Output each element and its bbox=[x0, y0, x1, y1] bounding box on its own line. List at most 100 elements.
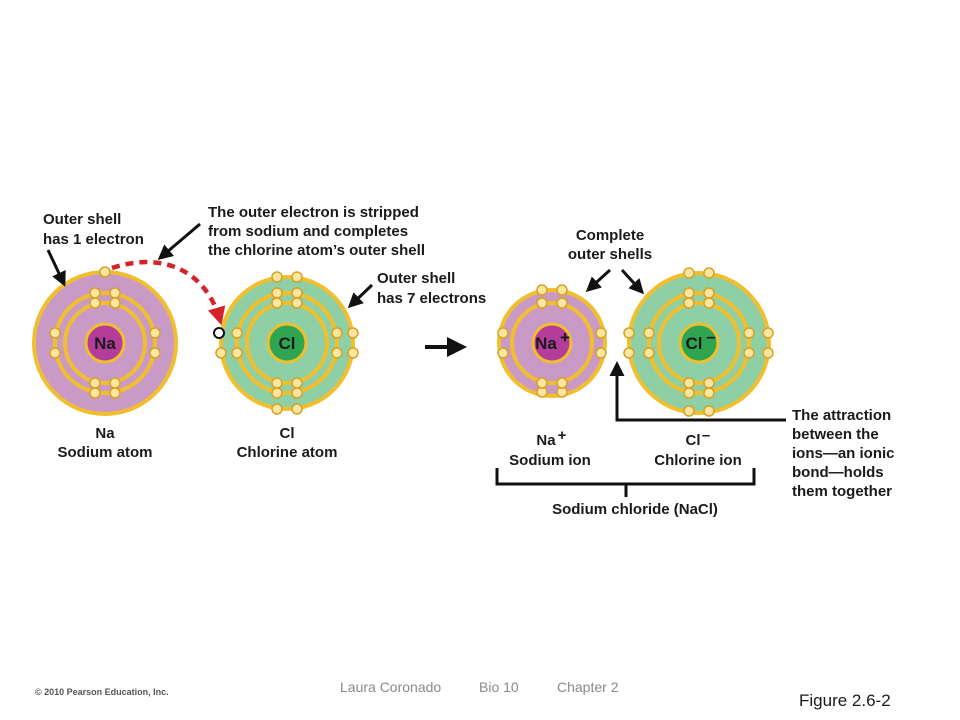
chlorine-ion-electrons bbox=[623, 267, 774, 417]
electron bbox=[109, 387, 121, 399]
electron bbox=[623, 327, 635, 339]
transfer-label-line3: the chlorine atom’s outer shell bbox=[208, 242, 425, 259]
electron bbox=[683, 405, 695, 417]
complete-shells-label-line2: outer shells bbox=[568, 246, 652, 263]
sodium-valence-electron bbox=[99, 266, 111, 278]
sodium-ion-nucleus-label: Na bbox=[535, 334, 557, 353]
electron bbox=[703, 287, 715, 299]
copyright: © 2010 Pearson Education, Inc. bbox=[35, 687, 169, 697]
electron bbox=[595, 347, 607, 359]
empty-electron-slot bbox=[213, 327, 225, 339]
electron bbox=[595, 327, 607, 339]
electron bbox=[271, 377, 283, 389]
electron bbox=[149, 327, 161, 339]
outer-shell-1-label-line1: Outer shell bbox=[43, 211, 121, 228]
sodium-ion-symbol-label: Na bbox=[536, 432, 556, 449]
attraction-label-line3: ions—an ionic bbox=[792, 445, 895, 462]
chlorine-ion-nucleus-label: Cl bbox=[686, 334, 703, 353]
sodium-electrons bbox=[49, 266, 161, 399]
chlorine-inner-shell bbox=[245, 301, 329, 385]
electron bbox=[331, 327, 343, 339]
outer-shell-1-label-line2: has 1 electron bbox=[43, 231, 144, 248]
chlorine-ion-nucleus-charge: – bbox=[706, 327, 715, 346]
electron bbox=[683, 377, 695, 389]
complete-shell-arrow-right bbox=[620, 268, 645, 295]
electron bbox=[291, 297, 303, 309]
chlorine-nucleus-label: Cl bbox=[279, 334, 296, 353]
sodium-atom-label: Sodium atom bbox=[57, 444, 152, 461]
chlorine-ion-label: Chlorine ion bbox=[654, 452, 742, 469]
electron bbox=[683, 387, 695, 399]
footer-chapter: Chapter 2 bbox=[557, 679, 619, 695]
transfer-label-line1: The outer electron is stripped bbox=[208, 204, 419, 221]
electron bbox=[271, 403, 283, 415]
electron bbox=[347, 327, 359, 339]
electron bbox=[231, 347, 243, 359]
nacl-bracket bbox=[495, 468, 756, 497]
electron bbox=[683, 287, 695, 299]
complete-shells-label-line1: Complete bbox=[576, 227, 644, 244]
electron bbox=[497, 347, 509, 359]
electron bbox=[623, 347, 635, 359]
sodium-ion-electrons bbox=[497, 284, 607, 398]
electron bbox=[703, 405, 715, 417]
sodium-ion: Na + bbox=[497, 284, 607, 398]
electron bbox=[556, 377, 568, 389]
footer-author: Laura Coronado bbox=[340, 679, 441, 695]
chlorine-ion-nucleus bbox=[678, 322, 720, 364]
sodium-symbol-label: Na bbox=[95, 425, 115, 442]
electron bbox=[89, 377, 101, 389]
sodium-ion-inner-shell bbox=[510, 301, 594, 385]
electron bbox=[703, 387, 715, 399]
sodium-ion-nucleus bbox=[531, 322, 573, 364]
chlorine-symbol-label: Cl bbox=[280, 425, 295, 442]
electron bbox=[89, 287, 101, 299]
electron-transfer-arrow bbox=[111, 259, 226, 326]
electron bbox=[271, 387, 283, 399]
electron bbox=[536, 284, 548, 296]
nacl-label: Sodium chloride (NaCl) bbox=[552, 501, 718, 518]
electron bbox=[291, 287, 303, 299]
outer-shell-7-label-line2: has 7 electrons bbox=[377, 290, 486, 307]
electron bbox=[271, 271, 283, 283]
electron bbox=[231, 327, 243, 339]
chlorine-electrons bbox=[215, 271, 359, 415]
sodium-ion-nucleus-charge: + bbox=[560, 328, 570, 347]
electron bbox=[643, 347, 655, 359]
electron bbox=[291, 271, 303, 283]
chlorine-ion-symbol-label: Cl bbox=[686, 432, 701, 449]
attraction-label-line4: bond—holds bbox=[792, 464, 884, 481]
electron bbox=[331, 347, 343, 359]
electron bbox=[643, 327, 655, 339]
electron bbox=[743, 327, 755, 339]
electron bbox=[49, 347, 61, 359]
electron bbox=[556, 284, 568, 296]
sodium-atom: Na bbox=[32, 266, 178, 416]
complete-shell-arrow-left bbox=[585, 268, 612, 293]
electron bbox=[109, 297, 121, 309]
transfer-label-line2: from sodium and completes bbox=[208, 223, 408, 240]
electron bbox=[149, 347, 161, 359]
chlorine-ion-charge-label: – bbox=[702, 427, 710, 444]
electron bbox=[536, 297, 548, 309]
electron bbox=[291, 377, 303, 389]
electron bbox=[703, 297, 715, 309]
electron bbox=[703, 377, 715, 389]
sodium-nucleus bbox=[84, 322, 126, 364]
sodium-middle-shell bbox=[53, 291, 157, 395]
sodium-nucleus-label: Na bbox=[94, 334, 116, 353]
electron bbox=[703, 267, 715, 279]
outer-shell-1-pointer-arrow bbox=[46, 249, 66, 287]
chlorine-middle-shell bbox=[235, 291, 339, 395]
sodium-ion-label: Sodium ion bbox=[509, 452, 591, 469]
electron bbox=[536, 377, 548, 389]
chlorine-ion: Cl – bbox=[623, 267, 774, 417]
electron bbox=[347, 347, 359, 359]
attraction-label-line2: between the bbox=[792, 426, 879, 443]
electron bbox=[271, 297, 283, 309]
electron bbox=[497, 327, 509, 339]
electron bbox=[89, 297, 101, 309]
electron bbox=[109, 287, 121, 299]
chlorine-atom: Cl bbox=[213, 271, 359, 415]
